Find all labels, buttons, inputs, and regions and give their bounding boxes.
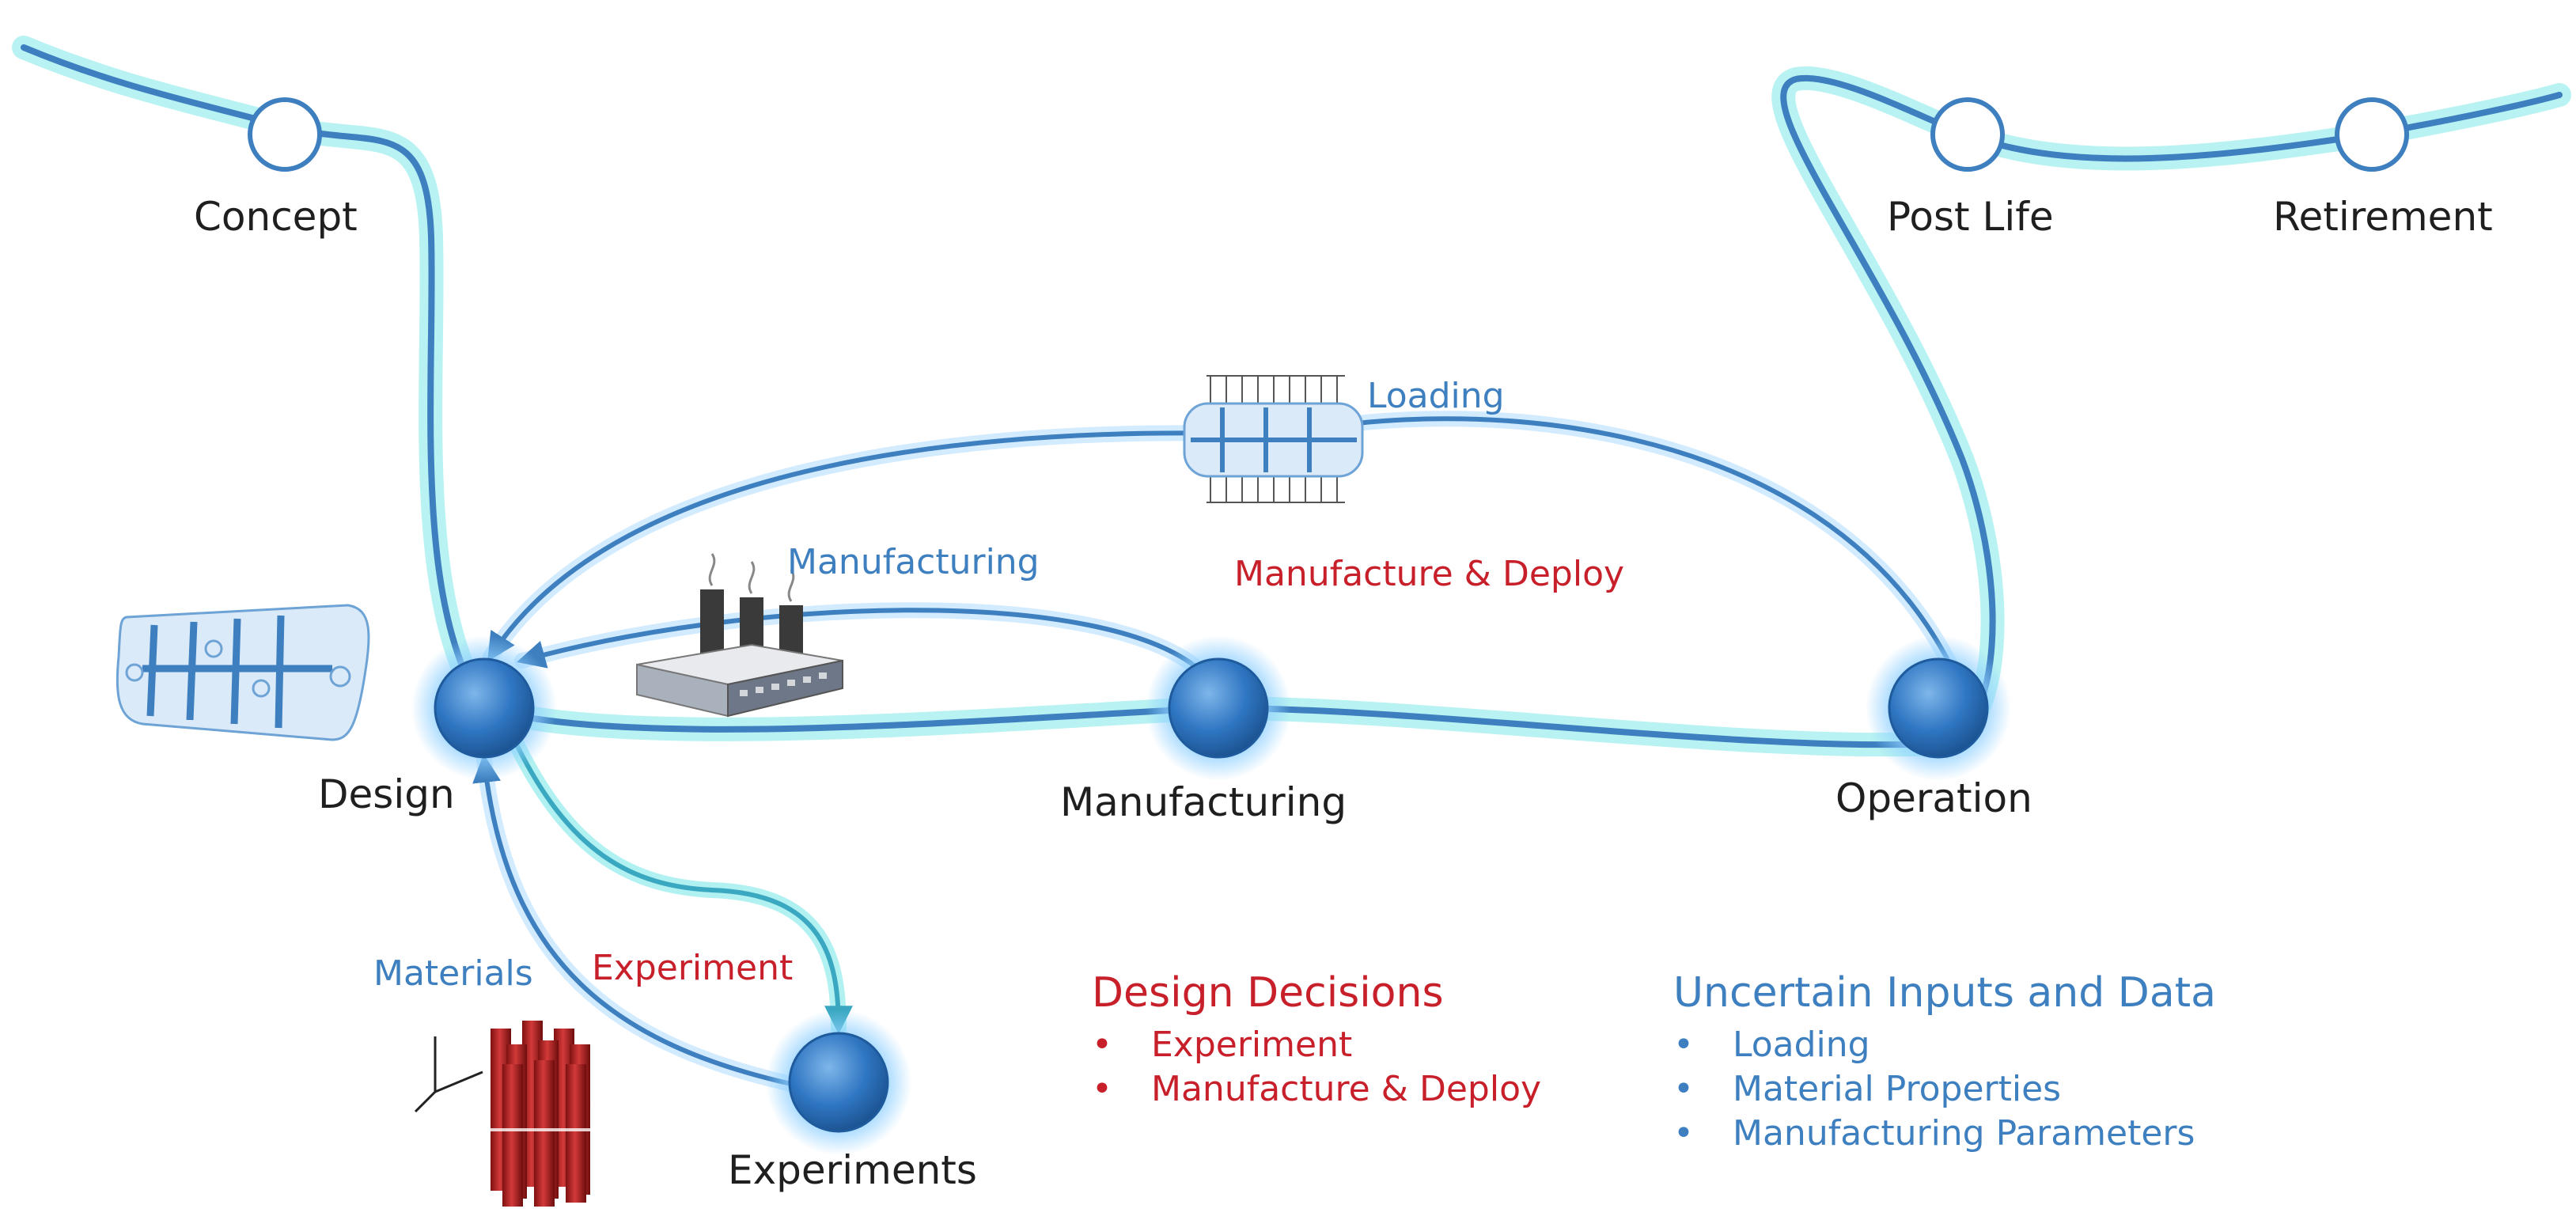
legend-item: •Manufacture & Deploy [1092,1069,1542,1109]
experiments-node [766,1010,911,1155]
experiment-edge-label: Experiment [592,948,794,988]
factory-illustration [636,553,843,718]
legend-item: •Experiment [1092,1025,1353,1065]
post-life-label: Post Life [1887,194,2054,240]
post-life-node [1930,97,2005,172]
lifecycle-path [12,36,2571,757]
operation-label: Operation [1835,775,2032,821]
operation-node [1866,635,2011,781]
filled-nodes [411,635,2011,1155]
experiments-label: Experiments [728,1147,977,1193]
design-decisions-legend: Design Decisions •Experiment •Manufactur… [1092,969,1541,1112]
design-node [411,635,557,781]
manufacturing-label: Manufacturing [1060,779,1347,825]
materials-arc [472,753,794,1086]
experiment-arc [512,737,853,1035]
uncertain-inputs-legend: Uncertain Inputs and Data •Loading •Mate… [1673,969,2216,1156]
legend-item: •Manufacturing Parameters [1673,1113,2195,1154]
materials-edge-label: Materials [373,953,533,994]
retirement-label: Retirement [2273,194,2493,240]
manufacturing-node [1146,635,1291,781]
open-nodes [248,97,2409,172]
legend-item: •Loading [1673,1025,1870,1065]
manufacturing-edge-label: Manufacturing [787,542,1040,582]
legend-item: •Material Properties [1673,1069,2062,1109]
retirement-node [2335,97,2409,172]
materials-illustration [414,1021,617,1207]
loading-edge-label: Loading [1367,376,1505,416]
concept-label: Concept [194,194,358,240]
concept-node [248,97,322,172]
manufacturing-arc-glow [514,602,1210,680]
manufacturing-arc [517,608,1205,675]
wing-panel-illustration [116,604,370,741]
manufacture-deploy-edge-label: Manufacture & Deploy [1234,554,1625,594]
design-decisions-title: Design Decisions [1092,969,1444,1017]
loading-panel-illustration [1183,375,1364,503]
uncertain-inputs-title: Uncertain Inputs and Data [1673,969,2216,1017]
design-label: Design [318,771,455,817]
